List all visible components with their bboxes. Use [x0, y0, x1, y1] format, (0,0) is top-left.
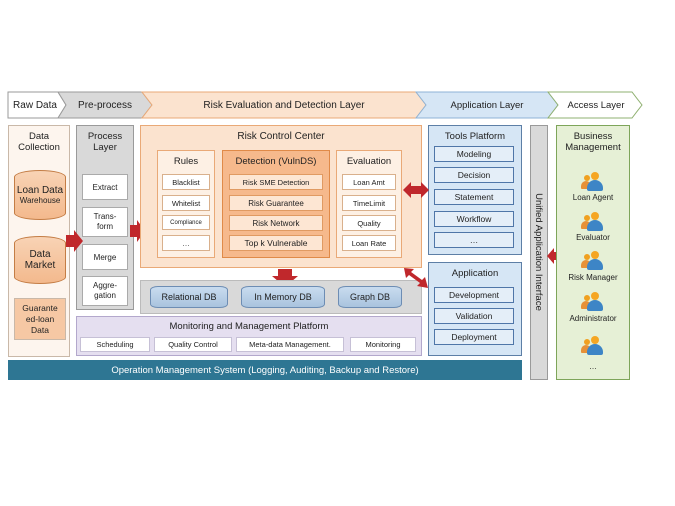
arrow-process-to-risk [130, 220, 145, 242]
guarantee-line-3: Data [31, 324, 49, 335]
monitoring-title: Monitoring and Management Platform [169, 320, 329, 332]
role-loan-agent: Loan Agent [572, 192, 614, 202]
role-administrator: Administrator [569, 313, 617, 323]
application-title: Application [451, 267, 499, 279]
eval-quality: Quality [342, 215, 396, 231]
access-layer-label: Access Layer [567, 99, 625, 111]
role-more: … [589, 361, 597, 371]
detection-risk-network: Risk Network [229, 215, 323, 231]
more-users-icon [581, 336, 606, 358]
tool-more: … [434, 232, 514, 248]
eval-loan-rate: Loan Rate [342, 235, 396, 251]
rule-compliance: Compliance [162, 215, 210, 230]
risk-manager-icon [581, 251, 606, 273]
data-market-label-2: Market [24, 260, 56, 271]
eval-time-limit: TimeLimit [342, 195, 396, 211]
tool-modeling: Modeling [434, 146, 514, 162]
data-market-db: Data Market [14, 236, 66, 284]
app-development: Development [434, 287, 514, 303]
aggregation-step: Aggre-gation [82, 276, 128, 306]
in-memory-db: In Memory DB [241, 286, 325, 308]
eval-loan-amt: Loan Amt [342, 174, 396, 190]
detection-top-k: Top k Vulnerable [229, 235, 323, 251]
tool-decision: Decision [434, 167, 514, 183]
data-market-label-1: Data [29, 249, 51, 260]
raw-data-label: Raw Data [13, 99, 57, 111]
arrow-risk-tools [403, 182, 429, 198]
rule-more: … [162, 235, 210, 251]
operation-management-bar: Operation Management System (Logging, Au… [8, 360, 522, 380]
detection-risk-guarantee: Risk Guarantee [229, 195, 323, 211]
guarantee-line-2: ed-loan [25, 313, 55, 324]
risk-layer-label: Risk Evaluation and Detection Layer [203, 99, 365, 111]
arrow-collection-to-process [66, 230, 83, 252]
graph-db: Graph DB [338, 286, 402, 308]
detection-risk-sme: Risk SME Detection [229, 174, 323, 190]
guarantee-line-1: Guarante [22, 302, 58, 313]
rules-title: Rules [173, 155, 199, 167]
risk-control-center-title: Risk Control Center [237, 130, 325, 142]
data-collection-title: Data Collection [18, 131, 60, 153]
tool-workflow: Workflow [434, 211, 514, 227]
loan-data-warehouse-db: Loan Data Warehouse [14, 170, 66, 220]
loan-data-label: Loan Data [16, 185, 64, 196]
role-risk-manager: Risk Manager [568, 272, 618, 282]
loan-agent-icon [581, 172, 606, 194]
process-layer-title: Process Layer [87, 131, 123, 153]
monitor-metadata: Meta-data Management. [236, 337, 344, 352]
application-layer-label: Application Layer [450, 99, 524, 111]
app-deployment: Deployment [434, 329, 514, 345]
monitor-quality-control: Quality Control [154, 337, 232, 352]
tool-statement: Statement [434, 189, 514, 205]
detection-title: Detection (VulnDS) [235, 155, 317, 167]
arrow-risk-to-db [272, 269, 298, 287]
evaluator-icon [581, 212, 606, 234]
relational-db: Relational DB [150, 286, 228, 308]
rule-blacklist: Blacklist [162, 174, 210, 190]
business-management-title: Business Management [565, 131, 621, 153]
tools-platform-title: Tools Platform [444, 130, 506, 142]
evaluation-title: Evaluation [346, 155, 392, 167]
arrow-risk-application [404, 268, 428, 288]
monitor-scheduling: Scheduling [80, 337, 150, 352]
warehouse-label: Warehouse [19, 196, 61, 205]
app-validation: Validation [434, 308, 514, 324]
extract-step: Extract [82, 174, 128, 200]
merge-step: Merge [82, 244, 128, 270]
transform-step: Trans-form [82, 207, 128, 237]
guaranteed-loan-data-box: Guarante ed-loan Data [14, 298, 66, 340]
unified-interface-bar [530, 125, 548, 380]
role-evaluator: Evaluator [576, 232, 610, 242]
monitor-monitoring: Monitoring [350, 337, 416, 352]
administrator-icon [581, 292, 606, 314]
rule-whitelist: Whitelist [162, 195, 210, 211]
pre-process-label: Pre-process [78, 99, 132, 111]
